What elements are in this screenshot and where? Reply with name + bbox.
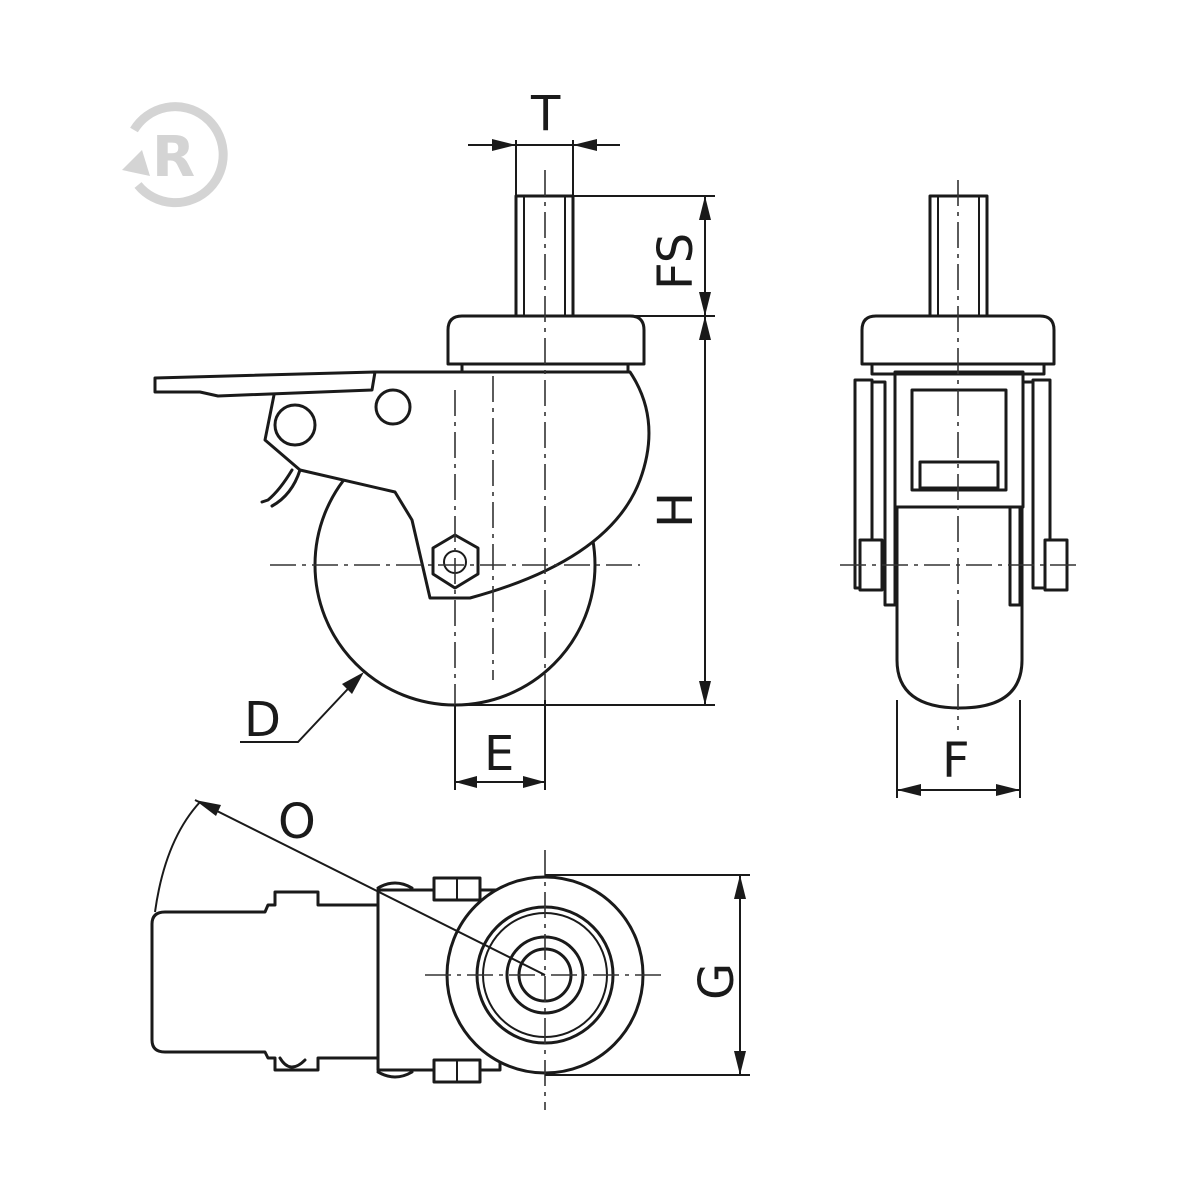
side-view [153, 170, 651, 720]
dimension-G: G [545, 874, 750, 1076]
label-T: T [530, 86, 561, 142]
dimension-H: H [455, 315, 715, 706]
label-D: D [244, 692, 281, 748]
label-O: O [278, 794, 316, 850]
label-F: F [942, 733, 970, 789]
label-H: H [648, 492, 704, 528]
dimension-O: O [154, 794, 546, 976]
front-brake-housing [893, 370, 1025, 509]
logo-letter: R [152, 125, 195, 190]
side-brake-pedal [153, 370, 377, 398]
label-E: E [484, 726, 514, 782]
brand-logo: R [122, 102, 228, 208]
label-FS: FS [648, 233, 704, 290]
side-bearing-ring [460, 362, 630, 374]
front-fork-right [1031, 378, 1052, 590]
top-brake-pedal [150, 890, 380, 1072]
dimension-D: D [240, 672, 364, 748]
side-fork [263, 370, 651, 600]
dimension-E: E [454, 700, 546, 790]
side-pivot-hole [273, 403, 317, 447]
logo-arrow-icon [122, 150, 150, 176]
dimension-FS: FS [573, 195, 715, 317]
dimension-T: T [468, 86, 620, 196]
side-top-plate [446, 314, 646, 366]
side-rivet-hole [374, 388, 412, 426]
top-view [150, 850, 665, 1110]
dimension-F: F [896, 700, 1021, 798]
label-G: G [689, 963, 745, 1000]
front-wheel [895, 503, 1024, 710]
front-view [840, 180, 1080, 730]
logo-ring [130, 102, 228, 208]
side-brake-spring [260, 468, 302, 508]
